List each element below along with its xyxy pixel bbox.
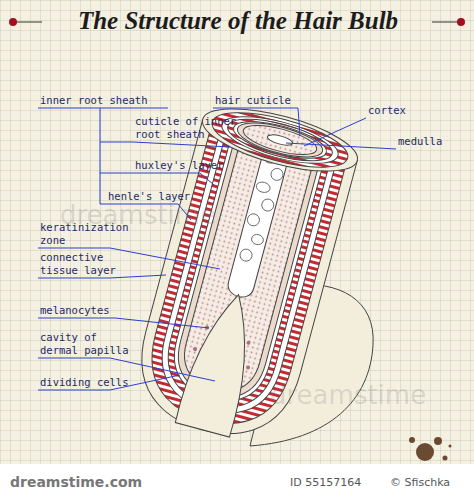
melanocytes — [191, 323, 257, 369]
image-id: ID 55157164 — [290, 476, 385, 490]
part-label: connective tissue layer — [40, 251, 126, 277]
dermal-papilla — [175, 287, 266, 437]
part-label: inner root sheath — [40, 94, 165, 107]
watermark: dreamstime — [60, 200, 260, 230]
title-dot — [457, 18, 465, 26]
leader-lines — [38, 108, 396, 390]
part-label: cuticle of inner root sheath — [135, 115, 247, 141]
part-label: dividing cells — [40, 376, 140, 389]
part-label: hair cuticle — [215, 94, 310, 107]
title-rule — [16, 22, 42, 23]
title-dot — [9, 18, 17, 26]
footer-bar — [0, 464, 474, 500]
part-label: medulla — [398, 135, 468, 148]
ink-splatter — [409, 437, 452, 468]
title-rule — [432, 22, 458, 23]
part-label: melanocytes — [40, 304, 130, 317]
diagram-title: The Structure of the Hair Bulb — [44, 6, 432, 36]
part-label: cortex — [368, 104, 428, 117]
medulla-cells — [237, 152, 288, 265]
watermark: dreamstime — [270, 380, 470, 410]
part-label: huxley's layer — [135, 159, 235, 172]
watermark-logo: dreamstime.com — [10, 474, 170, 490]
part-label: cavity of dermal papilla — [40, 331, 136, 357]
author-credit: © Sfischka — [390, 476, 470, 490]
